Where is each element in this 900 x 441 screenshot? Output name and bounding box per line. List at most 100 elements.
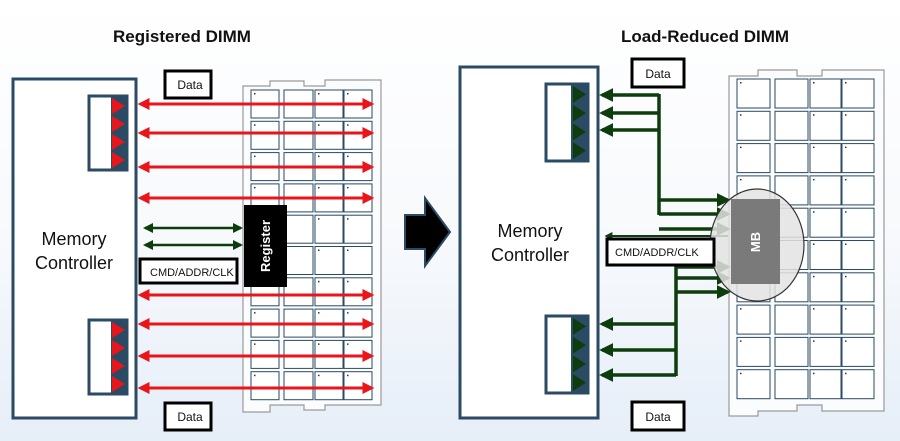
rdimm-dram-pin1-dot (318, 312, 320, 314)
rdimm-dram-pin1-dot (318, 155, 320, 158)
rdimm-dram-chip (283, 246, 314, 275)
lrdimm-dram-chip (841, 143, 875, 174)
lrdimm-dram-chip (774, 110, 809, 141)
rdimm-dram-pin1-dot (347, 93, 349, 95)
rdimm-dram-pin1-dot (347, 186, 349, 189)
lrdimm-bottom-buffer-triangle (573, 318, 586, 335)
lrdimm-dram-chip (841, 110, 875, 141)
lrdimm-dram-chip (841, 369, 875, 400)
lrdimm-dram-pin1-dot (813, 243, 815, 245)
lrdimm-dram-pin1-dot (740, 340, 742, 342)
rdimm-dram-pin1-dot (318, 280, 320, 283)
rdimm-dram-chip (343, 246, 373, 275)
rdimm-dram-chip (343, 214, 373, 244)
rdimm-dram-chip (283, 120, 314, 150)
lrdimm-top-buffer-triangle (573, 142, 586, 159)
rdimm-register-chip (244, 205, 287, 287)
rdimm-title: Registered DIMM (113, 27, 251, 46)
rdimm-dram-pin1-dot (347, 312, 349, 314)
lrdimm-dram-pin1-dot (813, 308, 815, 310)
lrdimm-dram-pin1-dot (740, 82, 742, 84)
rdimm-controller-label-line2: Controller (35, 253, 113, 273)
lrdimm-controller-label-line1: Memory (497, 221, 562, 241)
rdimm-top-buffer-triangle (112, 116, 125, 132)
rdimm-dram-chip (283, 339, 314, 369)
rdimm-data-label-top-text: Data (177, 78, 203, 92)
lrdimm-dram-pin1-dot (813, 340, 815, 342)
lrdimm-dram-chip (809, 143, 842, 174)
rdimm-dram-pin1-dot (318, 374, 320, 377)
lrdimm-dram-chip (736, 78, 771, 109)
rdimm-bottom-buffer-triangle (112, 376, 125, 392)
lrdimm-data-lines (599, 88, 731, 382)
lrdimm-dram-chip (841, 207, 875, 238)
lrdimm-dram-chip (809, 207, 842, 238)
lrdimm-data-label-top: Data (630, 57, 686, 89)
lrdimm-dram-chip (809, 78, 842, 109)
rdimm-dram-pin1-dot (318, 218, 320, 220)
lrdimm-dram-chip (774, 78, 809, 109)
rdimm-dram-pin1-dot (254, 93, 256, 95)
lrdimm-data-label-bottom: Data (630, 400, 686, 432)
rdimm-dram-chip (314, 214, 344, 244)
rdimm-dram-pin1-dot (254, 374, 256, 377)
lrdimm-cmd-label-text: CMD/ADDR/CLK (615, 247, 699, 259)
lrdimm-dram-pin1-dot (813, 211, 815, 213)
rdimm-dram-pin1-dot (318, 93, 320, 95)
lrdimm-dram-pin1-dot (813, 146, 815, 149)
rdimm-dram-chip (283, 371, 314, 401)
lrdimm-dram-chip (809, 304, 842, 335)
lrdimm-dram-chip (736, 110, 771, 141)
rdimm-top-buffer-triangle (112, 152, 125, 168)
lrdimm-top-buffer-triangle (573, 104, 586, 122)
lrdimm-dram-pin1-dot (813, 275, 815, 278)
lrdimm-dram-chip (809, 336, 842, 367)
lrdimm-dram-chip (774, 143, 809, 174)
rdimm-data-lines (137, 98, 375, 394)
rdimm-dram-chip (283, 214, 314, 244)
lrdimm-dram-pin1-dot (813, 178, 815, 181)
rdimm-dram-pin1-dot (318, 124, 320, 126)
lrdimm-dram-pin1-dot (813, 114, 815, 116)
rdimm-dram-chip (283, 277, 314, 307)
lrdimm-dram-pin1-dot (813, 372, 815, 375)
rdimm-dram-pin1-dot (347, 124, 349, 126)
lrdimm-dram-pin1-dot (740, 114, 742, 116)
lrdimm-dram-chip (774, 175, 809, 206)
lrdimm-dram-pin1-dot (845, 146, 847, 149)
lrdimm-dram-pin1-dot (740, 146, 742, 149)
lrdimm-dram-pin1-dot (845, 243, 847, 245)
rdimm-dram-pin1-dot (318, 343, 320, 345)
rdimm-dram-pin1-dot (347, 343, 349, 345)
rdimm-bottom-buffer-triangle (112, 322, 125, 338)
lrdimm-dram-chip (774, 369, 809, 400)
lrdimm-bottom-buffer-triangle (573, 336, 586, 354)
rdimm-data-port-bottom (87, 318, 129, 396)
lrdimm-dram-chip (841, 272, 875, 303)
lrdimm-dram-chip (841, 175, 875, 206)
lrdimm-dram-pin1-dot (845, 275, 847, 278)
rdimm-data-label-bottom: Data (163, 401, 213, 432)
lrdimm-dram-pin1-dot (740, 178, 742, 181)
lrdimm-dram-pin1-dot (845, 308, 847, 310)
right-arrow-icon (404, 194, 452, 270)
lrdimm-top-buffer-triangle (573, 86, 586, 103)
rdimm-dram-pin1-dot (254, 343, 256, 345)
lrdimm-bottom-buffer-triangle (573, 374, 586, 391)
lrdimm-data-label-top-text: Data (645, 67, 671, 81)
lrdimm-dram-chip (809, 110, 842, 141)
lrdimm-dram-pin1-dot (845, 211, 847, 213)
rdimm-bottom-buffer-triangle (112, 340, 125, 356)
lrdimm-dram-chip (736, 336, 771, 367)
rdimm-panel: Registered DIMM Memory Controller Regist… (11, 27, 382, 432)
lrdimm-top-buffer-triangle (573, 123, 586, 141)
rdimm-dram-pin1-dot (347, 280, 349, 283)
lrdimm-dram-chip (774, 336, 809, 367)
rdimm-bottom-buffer-triangle (112, 358, 125, 374)
rdimm-dram-pin1-dot (254, 312, 256, 314)
lrdimm-cmd-label: CMD/ADDR/CLK (605, 237, 716, 267)
lrdimm-title: Load-Reduced DIMM (621, 27, 789, 46)
lrdimm-dram-chip (809, 272, 842, 303)
rdimm-top-buffer-triangle (112, 134, 125, 150)
rdimm-dram-pin1-dot (347, 218, 349, 220)
